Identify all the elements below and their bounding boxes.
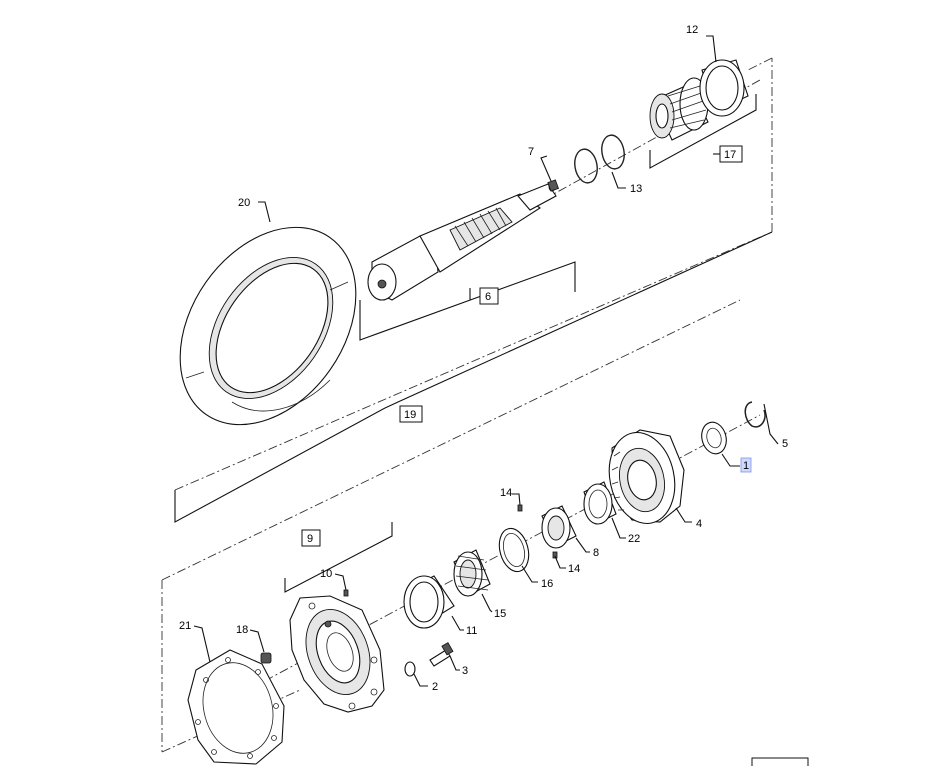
callout-5: 5 xyxy=(782,438,788,450)
svg-text:13: 13 xyxy=(630,183,642,195)
svg-text:7: 7 xyxy=(528,146,534,158)
gasket-21 xyxy=(187,649,285,765)
callout-16: 16 xyxy=(541,578,553,590)
snap-ring-5 xyxy=(744,401,766,428)
svg-text:6: 6 xyxy=(485,291,491,303)
tapered-roller-bearing-17 xyxy=(649,77,709,141)
bracket-6 xyxy=(359,261,576,341)
tapered-bearing-15 xyxy=(453,549,491,597)
svg-text:22: 22 xyxy=(628,533,640,545)
assembly-boundary-upper xyxy=(174,57,773,491)
bolt-3 xyxy=(429,642,454,667)
bracket-19 xyxy=(174,231,773,523)
svg-text:1: 1 xyxy=(743,460,749,472)
svg-text:14: 14 xyxy=(568,563,580,575)
plug-18 xyxy=(260,652,272,664)
thrust-washer-1 xyxy=(701,421,727,455)
callout-20: 20 xyxy=(238,197,250,209)
pin-14-upper xyxy=(517,504,523,512)
pinion-shaft xyxy=(367,182,557,301)
bearing-cup-12 xyxy=(699,59,749,117)
washer-2 xyxy=(404,661,416,677)
pin-10 xyxy=(343,589,349,597)
callout-15: 15 xyxy=(494,608,506,620)
svg-text:15: 15 xyxy=(494,608,506,620)
ring-gear xyxy=(179,226,357,426)
svg-text:12: 12 xyxy=(686,24,698,36)
svg-text:9: 9 xyxy=(307,533,313,545)
pin-14-lower xyxy=(552,551,558,559)
callout-8: 8 xyxy=(593,547,599,559)
callout-11: 11 xyxy=(466,625,477,637)
callout-14-upper: 14 xyxy=(500,487,512,499)
svg-text:20: 20 xyxy=(238,197,250,209)
callout-9-box[interactable]: 9 xyxy=(301,529,321,547)
svg-text:3: 3 xyxy=(462,665,468,677)
shim-ring-16 xyxy=(498,527,530,573)
callout-14-lower: 14 xyxy=(568,563,580,575)
svg-text:4: 4 xyxy=(696,518,702,530)
bracket-9 xyxy=(284,522,393,593)
svg-text:11: 11 xyxy=(466,625,477,637)
bearing-8 xyxy=(541,505,577,549)
nut-7 xyxy=(547,179,559,192)
svg-text:10: 10 xyxy=(320,568,332,580)
svg-text:16: 16 xyxy=(541,578,553,590)
svg-text:18: 18 xyxy=(236,624,248,636)
hub-housing-9 xyxy=(289,595,385,713)
callout-12: 12 xyxy=(686,24,698,36)
o-rings xyxy=(574,134,625,184)
svg-text:5: 5 xyxy=(782,438,788,450)
ring-22 xyxy=(583,481,617,525)
callout-1-highlighted[interactable]: 1 xyxy=(740,457,752,473)
svg-text:21: 21 xyxy=(179,620,191,632)
callout-4: 4 xyxy=(696,518,702,530)
svg-text:19: 19 xyxy=(404,409,416,421)
svg-text:14: 14 xyxy=(500,487,512,499)
callout-3: 3 xyxy=(462,665,468,677)
callout-22: 22 xyxy=(628,533,640,545)
bearing-cup-11 xyxy=(403,575,455,629)
callout-21: 21 xyxy=(179,620,191,632)
carrier-4 xyxy=(608,429,685,525)
callout-2: 2 xyxy=(432,681,438,693)
page-corner-box xyxy=(751,757,809,766)
svg-text:2: 2 xyxy=(432,681,438,693)
callout-6-box[interactable]: 6 xyxy=(479,287,499,305)
callout-13: 13 xyxy=(630,183,642,195)
callout-17-box[interactable]: 17 xyxy=(719,145,743,163)
leader-lines xyxy=(193,35,779,687)
svg-text:17: 17 xyxy=(724,149,736,161)
svg-text:8: 8 xyxy=(593,547,599,559)
bracket-17 xyxy=(649,94,757,169)
callout-10: 10 xyxy=(320,568,332,580)
callout-18: 18 xyxy=(236,624,248,636)
callout-19-box[interactable]: 19 xyxy=(399,405,423,423)
callout-7: 7 xyxy=(528,146,534,158)
